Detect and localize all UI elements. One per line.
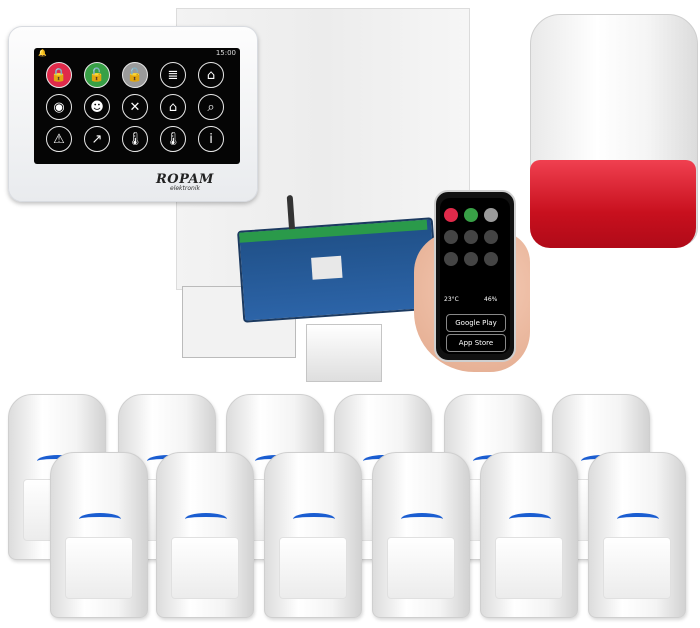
- chart-ai-icon[interactable]: ↗: [84, 126, 110, 152]
- brand-logo-sub: elektronik: [170, 185, 200, 192]
- detector-window: [495, 537, 563, 599]
- phone-lock-gray-icon[interactable]: [484, 208, 498, 222]
- lock-green-icon[interactable]: 🔓: [84, 62, 110, 88]
- list-icon[interactable]: ≣: [160, 62, 186, 88]
- phone-camera-icon[interactable]: [464, 252, 478, 266]
- home-settings-icon[interactable]: ⌂: [160, 94, 186, 120]
- detector-window: [387, 537, 455, 599]
- phone-gear-icon[interactable]: [484, 252, 498, 266]
- phone-blinds-icon[interactable]: [484, 230, 498, 244]
- keypad-statusbar: 🔔 15:00: [34, 48, 240, 60]
- info-icon[interactable]: i: [198, 126, 224, 152]
- phone-icon-grid: [444, 208, 506, 266]
- detector-lens: [617, 513, 659, 525]
- users-icon[interactable]: ☻: [84, 94, 110, 120]
- lock-gray-icon[interactable]: 🔓: [122, 62, 148, 88]
- motion-detector: [372, 452, 470, 618]
- backup-battery: [306, 324, 382, 382]
- chip-label: [311, 255, 343, 280]
- detector-window: [279, 537, 347, 599]
- bell-icon: 🔔: [38, 49, 47, 57]
- tools-icon[interactable]: ✕: [122, 94, 148, 120]
- app-store-badge[interactable]: App Store: [446, 334, 506, 352]
- detector-window: [171, 537, 239, 599]
- phone-humidity: 46%: [484, 296, 498, 303]
- detector-lens: [185, 513, 227, 525]
- camera-icon[interactable]: ◉: [46, 94, 72, 120]
- brand-logo: ROPAM: [156, 172, 214, 187]
- detector-lens: [509, 513, 551, 525]
- motion-detector: [480, 452, 578, 618]
- search-icon[interactable]: ⌕: [198, 94, 224, 120]
- motion-detector: [588, 452, 686, 618]
- detector-window: [603, 537, 671, 599]
- phone-fan-icon[interactable]: [464, 230, 478, 244]
- keypad-time: 15:00: [215, 49, 236, 57]
- thermometer-plus-icon[interactable]: 🌡: [160, 126, 186, 152]
- phone-power-icon[interactable]: [444, 252, 458, 266]
- siren-red-lens: [530, 160, 696, 248]
- alarm-control-board: [237, 194, 439, 323]
- phone-temp: 23°C: [444, 296, 459, 303]
- smartphone: 23°C 46% Google Play App Store: [434, 190, 516, 362]
- phone-lock-green-icon[interactable]: [464, 208, 478, 222]
- motion-detector: [156, 452, 254, 618]
- phone-bulb-icon[interactable]: [444, 230, 458, 244]
- thermometer-icon[interactable]: 🌡: [122, 126, 148, 152]
- phone-lock-red-icon[interactable]: [444, 208, 458, 222]
- warning-icon[interactable]: ⚠: [46, 126, 72, 152]
- google-play-badge[interactable]: Google Play: [446, 314, 506, 332]
- detector-lens: [401, 513, 443, 525]
- keypad-screen: 🔔 15:00 🔒 🔓 🔓 ≣ ⌂ ◉ ☻ ✕ ⌂ ⌕ ⚠ ↗ 🌡 🌡 i: [34, 48, 240, 164]
- detector-window: [65, 537, 133, 599]
- motion-detector: [50, 452, 148, 618]
- motion-detector: [264, 452, 362, 618]
- keypad-icon-grid: 🔒 🔓 🔓 ≣ ⌂ ◉ ☻ ✕ ⌂ ⌕ ⚠ ↗ 🌡 🌡 i: [42, 62, 234, 152]
- lock-red-icon[interactable]: 🔒: [46, 62, 72, 88]
- home-icon[interactable]: ⌂: [198, 62, 224, 88]
- detector-lens: [293, 513, 335, 525]
- phone-screen: 23°C 46% Google Play App Store: [440, 198, 510, 354]
- detector-lens: [79, 513, 121, 525]
